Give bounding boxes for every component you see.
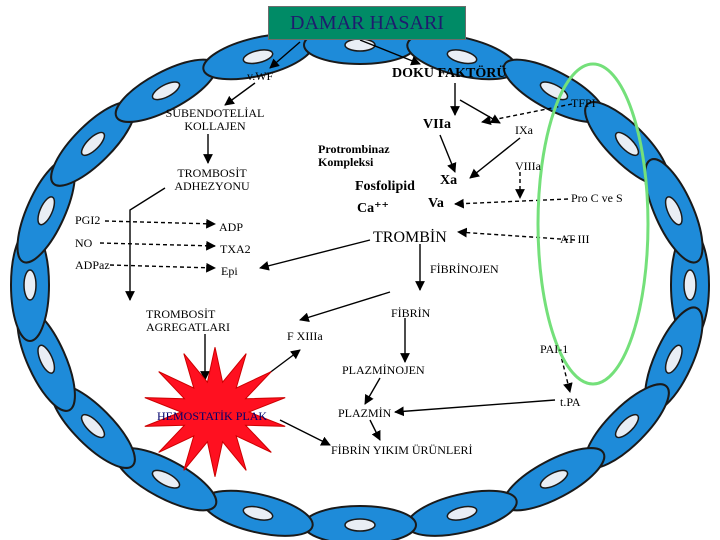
label-pgi2: PGI2 [75, 213, 101, 227]
label-vwf: v.WF [247, 69, 274, 83]
cell-nucleus [614, 131, 640, 157]
cell-nucleus [37, 196, 56, 226]
arrow-plazmin-yikim [369, 419, 381, 441]
endothelial-cell [584, 383, 670, 469]
label-adp: ADP [219, 220, 244, 234]
label-va: Va [428, 196, 444, 211]
cell-nucleus [151, 81, 181, 101]
cell-nucleus [344, 518, 376, 532]
endothelial-cell [202, 489, 314, 537]
cell-nucleus [446, 49, 478, 65]
arrow-adhezyon-left [125, 187, 166, 301]
cell-nucleus [614, 413, 640, 439]
arrow-pgi2-agreg [104, 218, 216, 229]
label-trombosit-adhezyonu-2: ADHEZYONU [174, 179, 250, 193]
label-pai1: PAI-1 [540, 342, 569, 356]
label-protrombinaz-1: Protrombinaz [318, 142, 390, 156]
label-no: NO [75, 236, 93, 250]
arrow-trombin-epi [259, 239, 371, 271]
label-subendotelial: SUBENDOTELİAL [165, 106, 265, 120]
label-viiia: VIIIa [515, 159, 541, 173]
label-epi: Epi [221, 264, 238, 278]
endothelial-cell [303, 505, 417, 540]
endothelial-cell [406, 489, 518, 537]
label-trombosit-agregatlari-1: TROMBOSİT [146, 307, 216, 321]
cell-nucleus [344, 38, 376, 52]
label-fibrin-yikim: FİBRİN YIKIM ÜRÜNLERİ [331, 443, 473, 457]
label-trombin: TROMBİN [373, 229, 447, 246]
label-fibrin: FİBRİN [391, 306, 431, 320]
cell-nucleus [37, 344, 56, 374]
cell-nucleus [242, 49, 274, 65]
arrow-fibrin-left [299, 291, 391, 323]
arrow-adpaz-agreg [109, 262, 216, 273]
cell-nucleus [80, 413, 106, 439]
label-ixa: IXa [515, 123, 533, 137]
cell-nucleus [683, 269, 697, 301]
label-viia: VIIa [423, 117, 452, 132]
arrow-viia-xa [439, 134, 457, 173]
cell-nucleus [151, 469, 181, 489]
page-title: DAMAR HASARI [290, 12, 444, 34]
cell-nucleus [23, 269, 37, 301]
cell-nucleus [446, 505, 478, 521]
label-adpaz: ADPaz [75, 258, 110, 272]
cell-nucleus [664, 344, 683, 374]
label-trombosit-agregatlari-2: AGREGATLARI [146, 320, 230, 334]
arrow-ixa-xa [469, 137, 521, 179]
label-xa: Xa [440, 173, 458, 188]
arrows [99, 39, 576, 446]
label-doku-faktoru: DOKU FAKTÖRÜ [392, 66, 507, 81]
label-hemostatik-plak: HEMOSTATİK PLAK [157, 409, 268, 423]
arrow-title-vwf [269, 41, 301, 69]
title-box: DAMAR HASARI [268, 6, 466, 40]
label-plazmin: PLAZMİN [338, 406, 392, 420]
label-fosfolipid: Fosfolipid [355, 179, 415, 194]
label-at3: AT III [560, 232, 590, 246]
endothelial-cell [114, 58, 218, 123]
label-pro-c-s: Pro C ve S [571, 191, 623, 205]
label-fibrinojen: FİBRİNOJEN [430, 262, 499, 276]
arrow-title-doku [359, 39, 421, 66]
label-protrombinaz-2: Kompleksi [318, 155, 374, 169]
endothelial-cell [644, 158, 704, 264]
label-txa2: TXA2 [220, 242, 251, 256]
label-plazminojen: PLAZMİNOJEN [342, 363, 425, 377]
label-trombosit-adhezyonu-1: TROMBOSİT [177, 166, 247, 180]
label-tpa: t.PA [560, 395, 581, 409]
arrow-at3-trombin [457, 227, 576, 241]
arrow-vwf-kollajen [224, 82, 256, 106]
arrow-no-agreg [99, 240, 216, 251]
inhibitor-ring [536, 62, 650, 386]
endothelial-cell [202, 33, 314, 81]
label-fxiiia: F XIIIa [287, 329, 323, 343]
arrow-proc-va [454, 198, 569, 209]
cell-nucleus [664, 196, 683, 226]
arrow-tpa-plazmin [394, 399, 556, 417]
cell-nucleus [80, 131, 106, 157]
cell-nucleus [242, 505, 274, 521]
endothelial-cells [10, 25, 710, 540]
label-kollajen: KOLLAJEN [184, 119, 246, 133]
arrow-plazminojen-plazmin [364, 377, 381, 405]
label-tfpi: TFPI [571, 96, 596, 110]
cell-nucleus [539, 469, 569, 489]
arrow-plak-yikim [279, 419, 331, 446]
label-ca: Ca⁺⁺ [357, 201, 389, 216]
hemostatic-plaque-burst [144, 347, 286, 477]
